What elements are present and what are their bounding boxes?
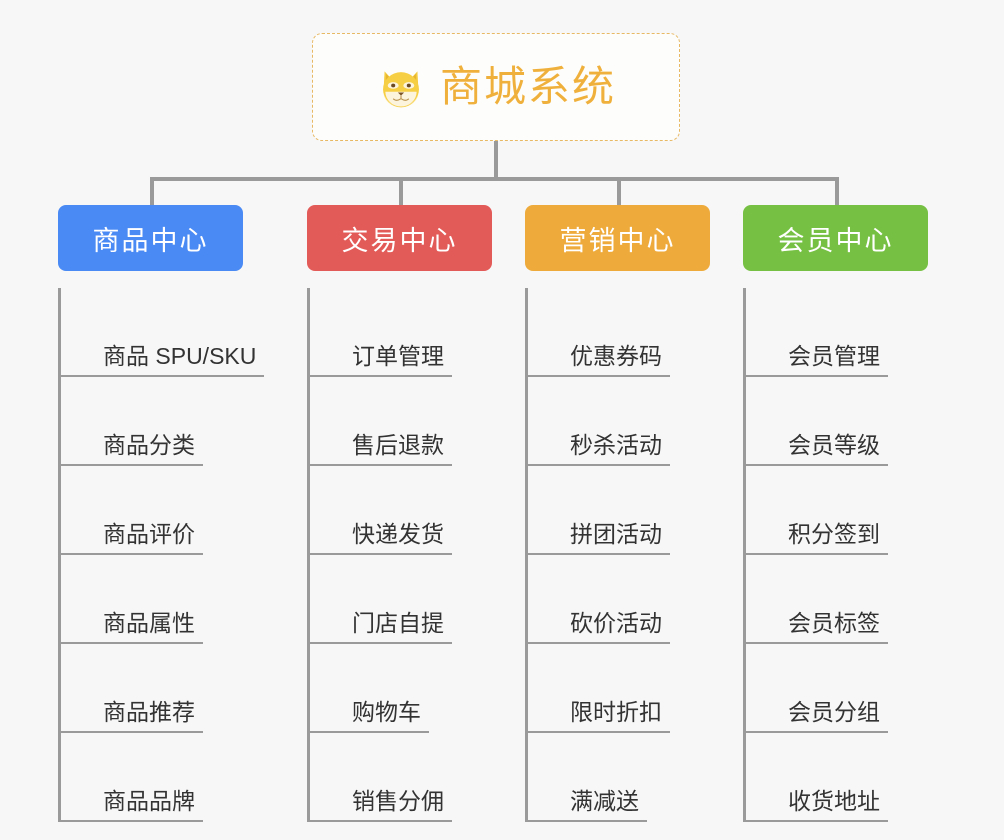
leaf-item[interactable]: 购物车: [310, 644, 492, 733]
leaf-item[interactable]: 砍价活动: [528, 555, 710, 644]
leaf-item[interactable]: 会员管理: [746, 288, 928, 377]
leaf-item[interactable]: 商品属性: [61, 555, 243, 644]
leaf-label: 商品 SPU/SKU: [61, 343, 265, 377]
leaf-item[interactable]: 秒杀活动: [528, 377, 710, 466]
connector-root-stem: [494, 141, 498, 179]
root-node[interactable]: 商城系统: [312, 33, 680, 141]
leaf-item[interactable]: 门店自提: [310, 555, 492, 644]
branch-header-2[interactable]: 交易中心: [307, 205, 492, 271]
branch-column-3: 营销中心 优惠券码 秒杀活动 拼团活动 砍价活动 限时折扣 满减送: [525, 205, 710, 822]
leaf-item[interactable]: 售后退款: [310, 377, 492, 466]
leaf-item[interactable]: 商品品牌: [61, 733, 243, 822]
connector-drop-1: [150, 177, 154, 207]
shiba-dog-face-icon: [376, 62, 426, 112]
leaf-label: 订单管理: [310, 343, 452, 377]
leaf-item[interactable]: 拼团活动: [528, 466, 710, 555]
leaf-item[interactable]: 商品分类: [61, 377, 243, 466]
branch-header-3[interactable]: 营销中心: [525, 205, 710, 271]
leaf-item[interactable]: 快递发货: [310, 466, 492, 555]
leaf-label: 会员标签: [746, 610, 888, 644]
leaf-item[interactable]: 会员等级: [746, 377, 928, 466]
branch-column-1: 商品中心 商品 SPU/SKU 商品分类 商品评价 商品属性 商品推荐 商品品牌: [58, 205, 265, 822]
leaf-item[interactable]: 会员标签: [746, 555, 928, 644]
leaf-list-3: 优惠券码 秒杀活动 拼团活动 砍价活动 限时折扣 满减送: [525, 288, 710, 822]
branch-header-3-label: 营销中心: [559, 225, 676, 256]
connector-drop-4: [835, 177, 839, 207]
leaf-label: 销售分佣: [310, 788, 452, 822]
branch-column-2: 交易中心 订单管理 售后退款 快递发货 门店自提 购物车 销售分佣: [307, 205, 492, 822]
leaf-label: 会员等级: [746, 432, 888, 466]
leaf-label: 商品属性: [61, 610, 203, 644]
leaf-label: 门店自提: [310, 610, 452, 644]
branch-header-2-label: 交易中心: [341, 225, 458, 256]
connector-drop-2: [399, 177, 403, 207]
leaf-item[interactable]: 优惠券码: [528, 288, 710, 377]
leaf-label: 会员管理: [746, 343, 888, 377]
leaf-item[interactable]: 商品推荐: [61, 644, 243, 733]
leaf-label: 购物车: [310, 699, 429, 733]
root-title: 商城系统: [439, 63, 616, 110]
leaf-label: 限时折扣: [528, 699, 670, 733]
leaf-item[interactable]: 积分签到: [746, 466, 928, 555]
branch-header-1-label: 商品中心: [92, 225, 209, 256]
leaf-list-4: 会员管理 会员等级 积分签到 会员标签 会员分组 收货地址: [743, 288, 928, 822]
branch-header-4[interactable]: 会员中心: [743, 205, 928, 271]
branch-column-4: 会员中心 会员管理 会员等级 积分签到 会员标签 会员分组 收货地址: [743, 205, 928, 822]
connector-drop-3: [617, 177, 621, 207]
leaf-label: 商品推荐: [61, 699, 203, 733]
leaf-item[interactable]: 商品评价: [61, 466, 243, 555]
leaf-label: 优惠券码: [528, 343, 670, 377]
leaf-label: 售后退款: [310, 432, 452, 466]
leaf-label: 满减送: [528, 788, 647, 822]
leaf-list-2: 订单管理 售后退款 快递发货 门店自提 购物车 销售分佣: [307, 288, 492, 822]
leaf-label: 会员分组: [746, 699, 888, 733]
leaf-label: 秒杀活动: [528, 432, 670, 466]
leaf-label: 商品分类: [61, 432, 203, 466]
leaf-item[interactable]: 会员分组: [746, 644, 928, 733]
leaf-label: 商品品牌: [61, 788, 203, 822]
leaf-label: 拼团活动: [528, 521, 670, 555]
leaf-list-1: 商品 SPU/SKU 商品分类 商品评价 商品属性 商品推荐 商品品牌: [58, 288, 265, 822]
leaf-item[interactable]: 满减送: [528, 733, 710, 822]
leaf-item[interactable]: 订单管理: [310, 288, 492, 377]
branch-header-1[interactable]: 商品中心: [58, 205, 243, 271]
leaf-item[interactable]: 商品 SPU/SKU: [61, 288, 265, 377]
leaf-label: 积分签到: [746, 521, 888, 555]
leaf-item[interactable]: 销售分佣: [310, 733, 492, 822]
branch-header-4-label: 会员中心: [777, 225, 894, 256]
leaf-item[interactable]: 限时折扣: [528, 644, 710, 733]
leaf-label: 快递发货: [310, 521, 452, 555]
connector-horizontal-bus: [150, 177, 839, 181]
leaf-label: 商品评价: [61, 521, 203, 555]
leaf-label: 收货地址: [746, 788, 888, 822]
leaf-label: 砍价活动: [528, 610, 670, 644]
leaf-item[interactable]: 收货地址: [746, 733, 928, 822]
